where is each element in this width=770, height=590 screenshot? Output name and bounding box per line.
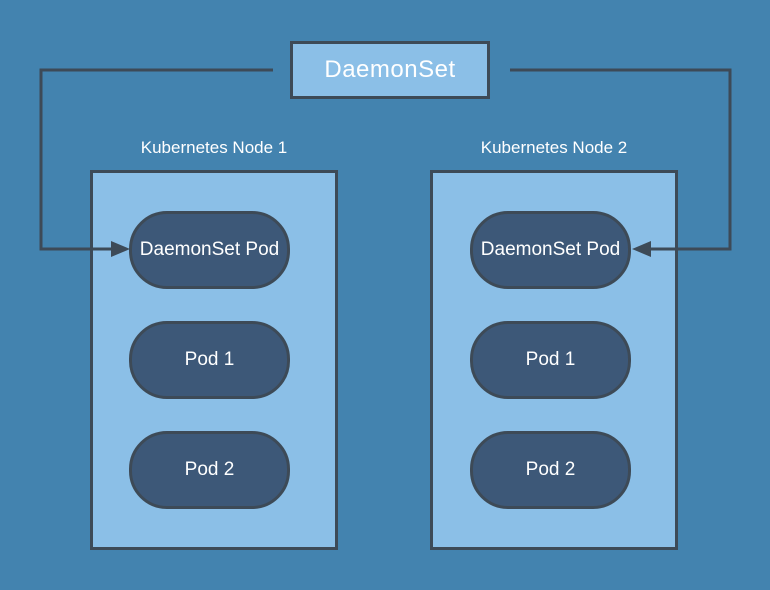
- node1-pod1-label: Pod 1: [184, 349, 235, 370]
- node2-pod1-label: Pod 1: [525, 349, 576, 370]
- node1-daemonset-pod: DaemonSet Pod: [129, 211, 290, 289]
- node1-pod2-label: Pod 2: [184, 459, 235, 480]
- node1-daemonset-pod-label: DaemonSet Pod: [139, 239, 280, 260]
- node1-box: DaemonSet Pod Pod 1 Pod 2: [90, 170, 338, 550]
- node1-pod2: Pod 2: [129, 431, 290, 509]
- node1-label: Kubernetes Node 1: [140, 138, 288, 157]
- daemonset-label: DaemonSet: [324, 56, 456, 83]
- daemonset-box: DaemonSet: [290, 41, 490, 99]
- node1-pod1: Pod 1: [129, 321, 290, 399]
- node2-pod2: Pod 2: [470, 431, 631, 509]
- node2-label: Kubernetes Node 2: [480, 138, 628, 157]
- node2-pod1: Pod 1: [470, 321, 631, 399]
- node2-pod2-label: Pod 2: [525, 459, 576, 480]
- node2-box: DaemonSet Pod Pod 1 Pod 2: [430, 170, 678, 550]
- node2-daemonset-pod-label: DaemonSet Pod: [480, 239, 621, 260]
- node2-daemonset-pod: DaemonSet Pod: [470, 211, 631, 289]
